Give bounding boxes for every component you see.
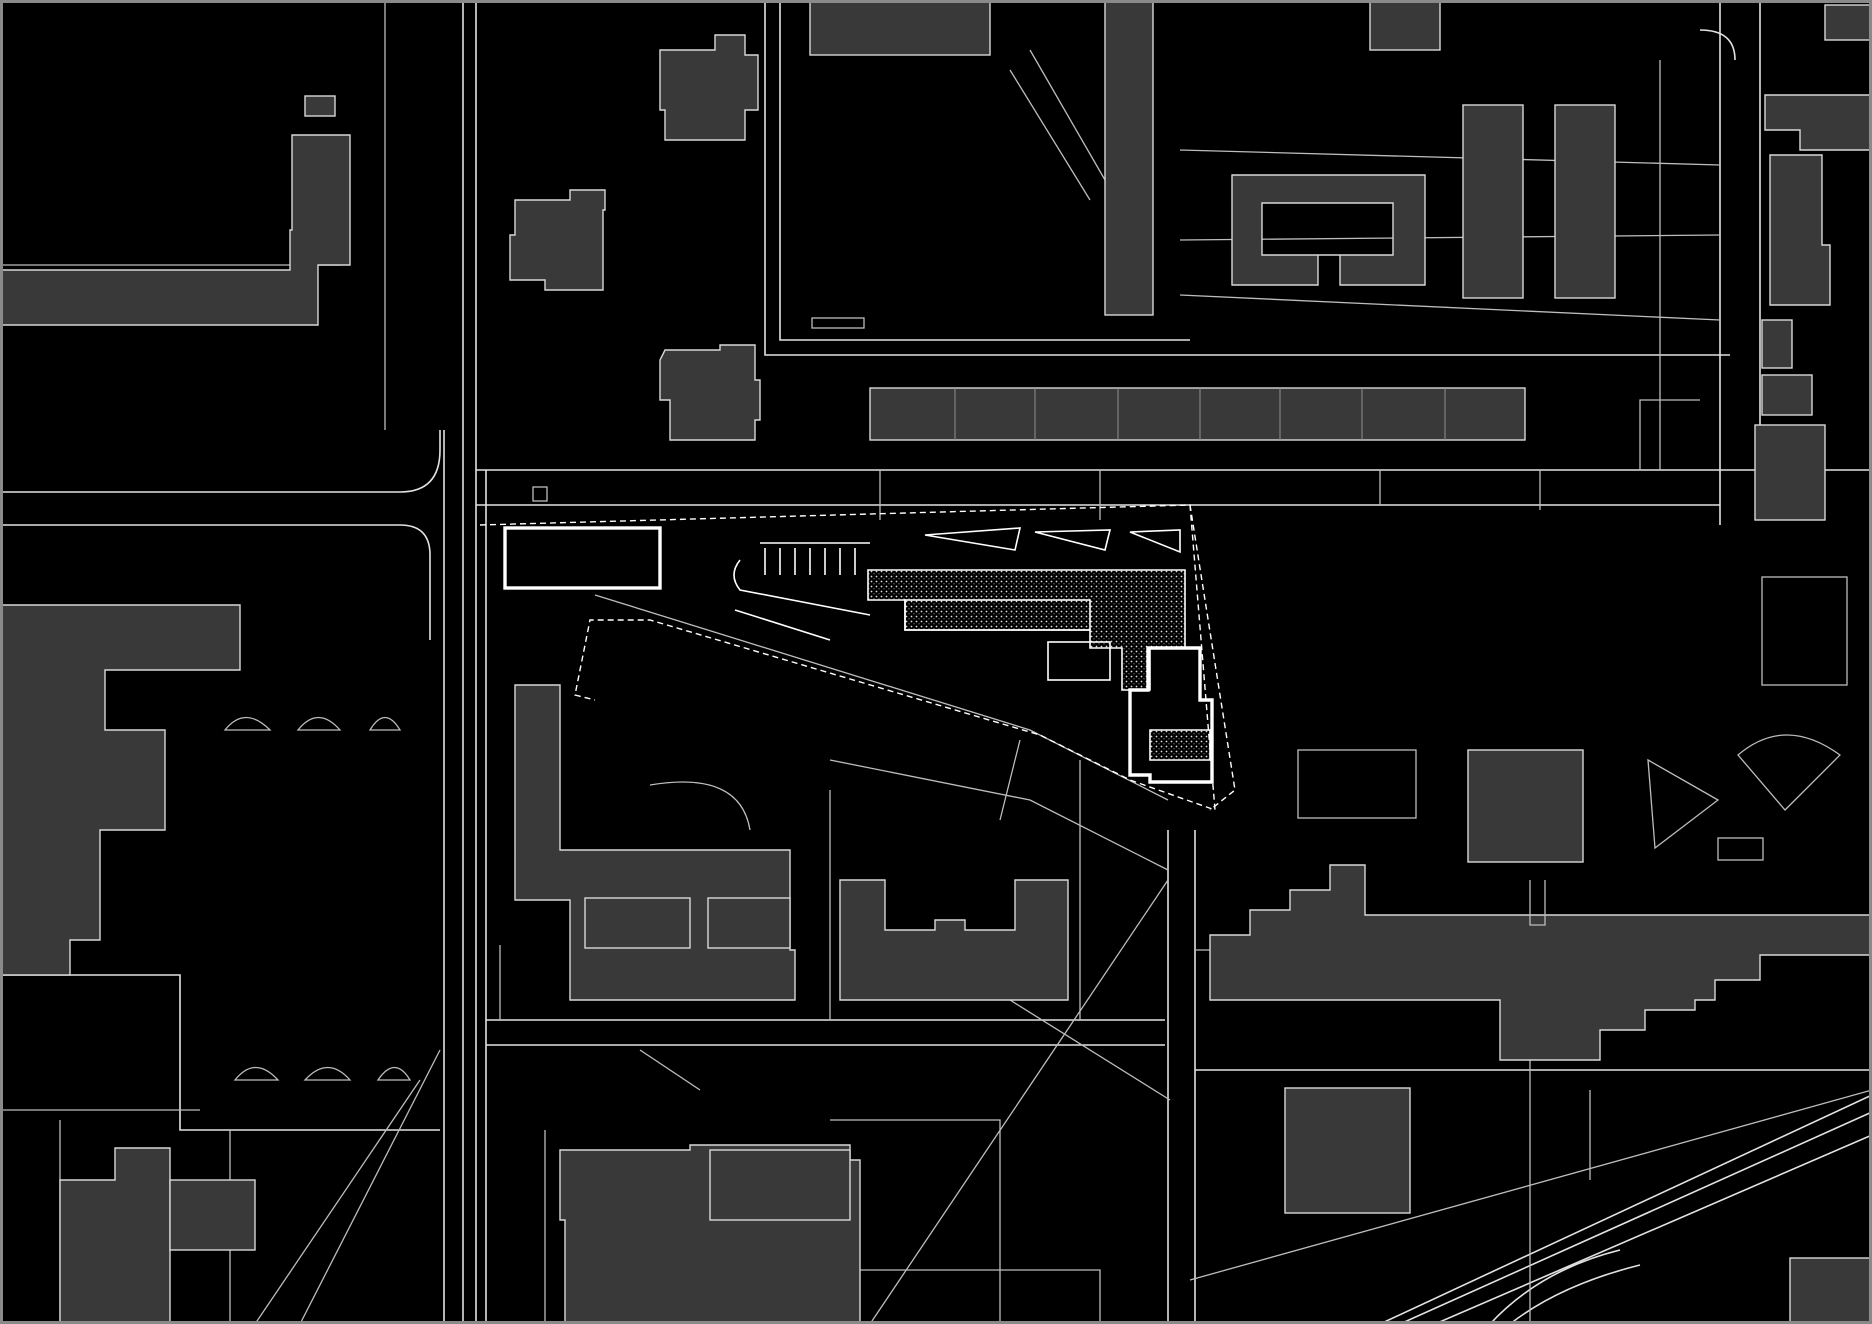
building-house-1 (659, 34, 759, 141)
building-south-wing (709, 1149, 851, 1221)
building-top-strip-1 (809, 0, 991, 56)
building-south-square (1284, 1087, 1411, 1214)
building-top-strip-2 (1369, 0, 1441, 51)
project-small-block[interactable] (1047, 641, 1111, 681)
project-building-west[interactable] (503, 526, 662, 590)
building-courtyard (1231, 174, 1426, 286)
building-east-4 (1761, 374, 1813, 416)
building-complex-east (1209, 864, 1872, 1061)
building-terrace-row (869, 387, 1526, 441)
project-building-east[interactable] (1128, 646, 1214, 784)
building-block-nw (0, 134, 351, 326)
building-east-top (1824, 4, 1872, 41)
project-east-hatch[interactable] (1149, 729, 1211, 761)
building-east-5 (1754, 424, 1826, 521)
terrace-dividers (954, 388, 1446, 440)
building-south-edge (1789, 1257, 1872, 1324)
building-small-nw (304, 95, 336, 117)
building-southwest (59, 1147, 171, 1324)
building-complex-wing-2 (707, 897, 791, 949)
building-square-east (1467, 749, 1584, 863)
building-e-shape (839, 879, 1069, 1001)
project-site[interactable] (479, 504, 1236, 812)
building-house-2 (509, 189, 606, 291)
building-east-1 (1764, 94, 1872, 151)
building-slab-1 (1462, 104, 1524, 299)
building-east-2 (1769, 154, 1831, 306)
project-inner-block[interactable] (904, 599, 1091, 631)
plot-outlines (223, 317, 1848, 1081)
building-complex-wing-1 (584, 897, 691, 949)
project-site-boundary (479, 504, 1216, 812)
building-slab-2 (1554, 104, 1616, 299)
building-west-1 (0, 604, 241, 976)
building-complex-central (514, 684, 796, 1001)
building-top-tower (1104, 0, 1154, 316)
building-east-3 (1761, 319, 1793, 369)
building-house-3 (659, 344, 761, 441)
building-southwest-annex (169, 1179, 256, 1251)
